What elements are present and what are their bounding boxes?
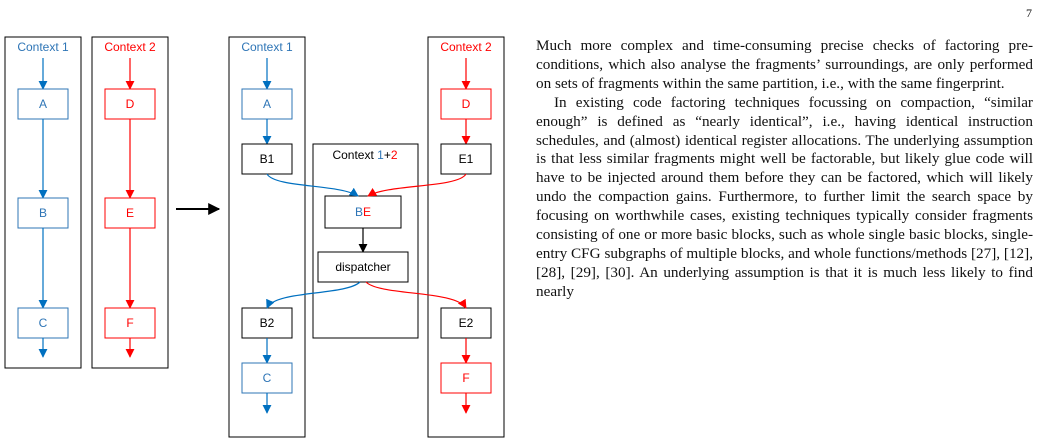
block-f-right — [440, 362, 492, 394]
block-e1-label: E1 — [459, 152, 474, 166]
block-c-right-label: C — [263, 371, 272, 385]
merged-context-title: Context 1+2 — [332, 148, 397, 162]
block-b1 — [241, 143, 293, 175]
block-c-label: C — [39, 316, 48, 330]
block-be — [324, 195, 402, 229]
right-context2-title: Context 2 — [440, 40, 492, 54]
right-context1-title: Context 1 — [241, 40, 293, 54]
right-diagram: Context 1 A B1 B2 C Context 1+2 BE dispa… — [228, 36, 505, 438]
block-d-label: D — [126, 97, 135, 111]
block-f-label: F — [126, 316, 133, 330]
left-diagram: Context 1 A B C Context 2 D E F — [4, 36, 169, 369]
block-b — [17, 197, 69, 229]
left-context2-column: Context 2 D E F — [91, 36, 169, 369]
block-a-right — [241, 88, 293, 120]
left-context1-title: Context 1 — [17, 40, 69, 54]
block-d-right-label: D — [462, 97, 471, 111]
body-text-column: Much more complex and time-consuming pre… — [536, 37, 1033, 302]
block-e1 — [440, 143, 492, 175]
block-b1-label: B1 — [260, 152, 275, 166]
page-number: 7 — [1026, 6, 1032, 20]
block-a — [17, 88, 69, 120]
block-d-right — [440, 88, 492, 120]
block-e2-label: E2 — [459, 316, 474, 330]
block-a-label: A — [39, 97, 47, 111]
edge-b1-to-be — [266, 173, 359, 197]
edge-dispatcher-to-e2 — [365, 281, 467, 309]
edge-dispatcher-to-b2 — [266, 281, 361, 309]
right-context1-column: Context 1 A B1 B2 C — [228, 36, 306, 438]
left-context2-title: Context 2 — [104, 40, 156, 54]
block-a-right-label: A — [263, 97, 271, 111]
block-f — [104, 307, 156, 339]
block-e-label: E — [126, 206, 134, 220]
block-c-right — [241, 362, 293, 394]
code-factoring-figure: Context 1 A B C Context 2 D E F — [4, 36, 505, 438]
dispatcher-label: dispatcher — [335, 260, 390, 274]
block-b-label: B — [39, 206, 47, 220]
block-e2 — [440, 307, 492, 339]
block-be-label: BE — [355, 205, 371, 219]
right-context2-column: Context 2 D E1 E2 F — [427, 36, 505, 438]
block-c — [17, 307, 69, 339]
merged-context-column: Context 1+2 BE dispatcher — [312, 143, 419, 339]
block-b2-label: B2 — [260, 316, 275, 330]
edge-e1-to-be — [367, 173, 467, 197]
paragraph-1: Much more complex and time-consuming pre… — [536, 37, 1033, 92]
dispatcher-block — [317, 251, 409, 283]
paragraph-2: In existing code factoring techniques fo… — [536, 93, 1033, 300]
left-context1-column: Context 1 A B C — [4, 36, 82, 369]
block-f-right-label: F — [462, 371, 469, 385]
